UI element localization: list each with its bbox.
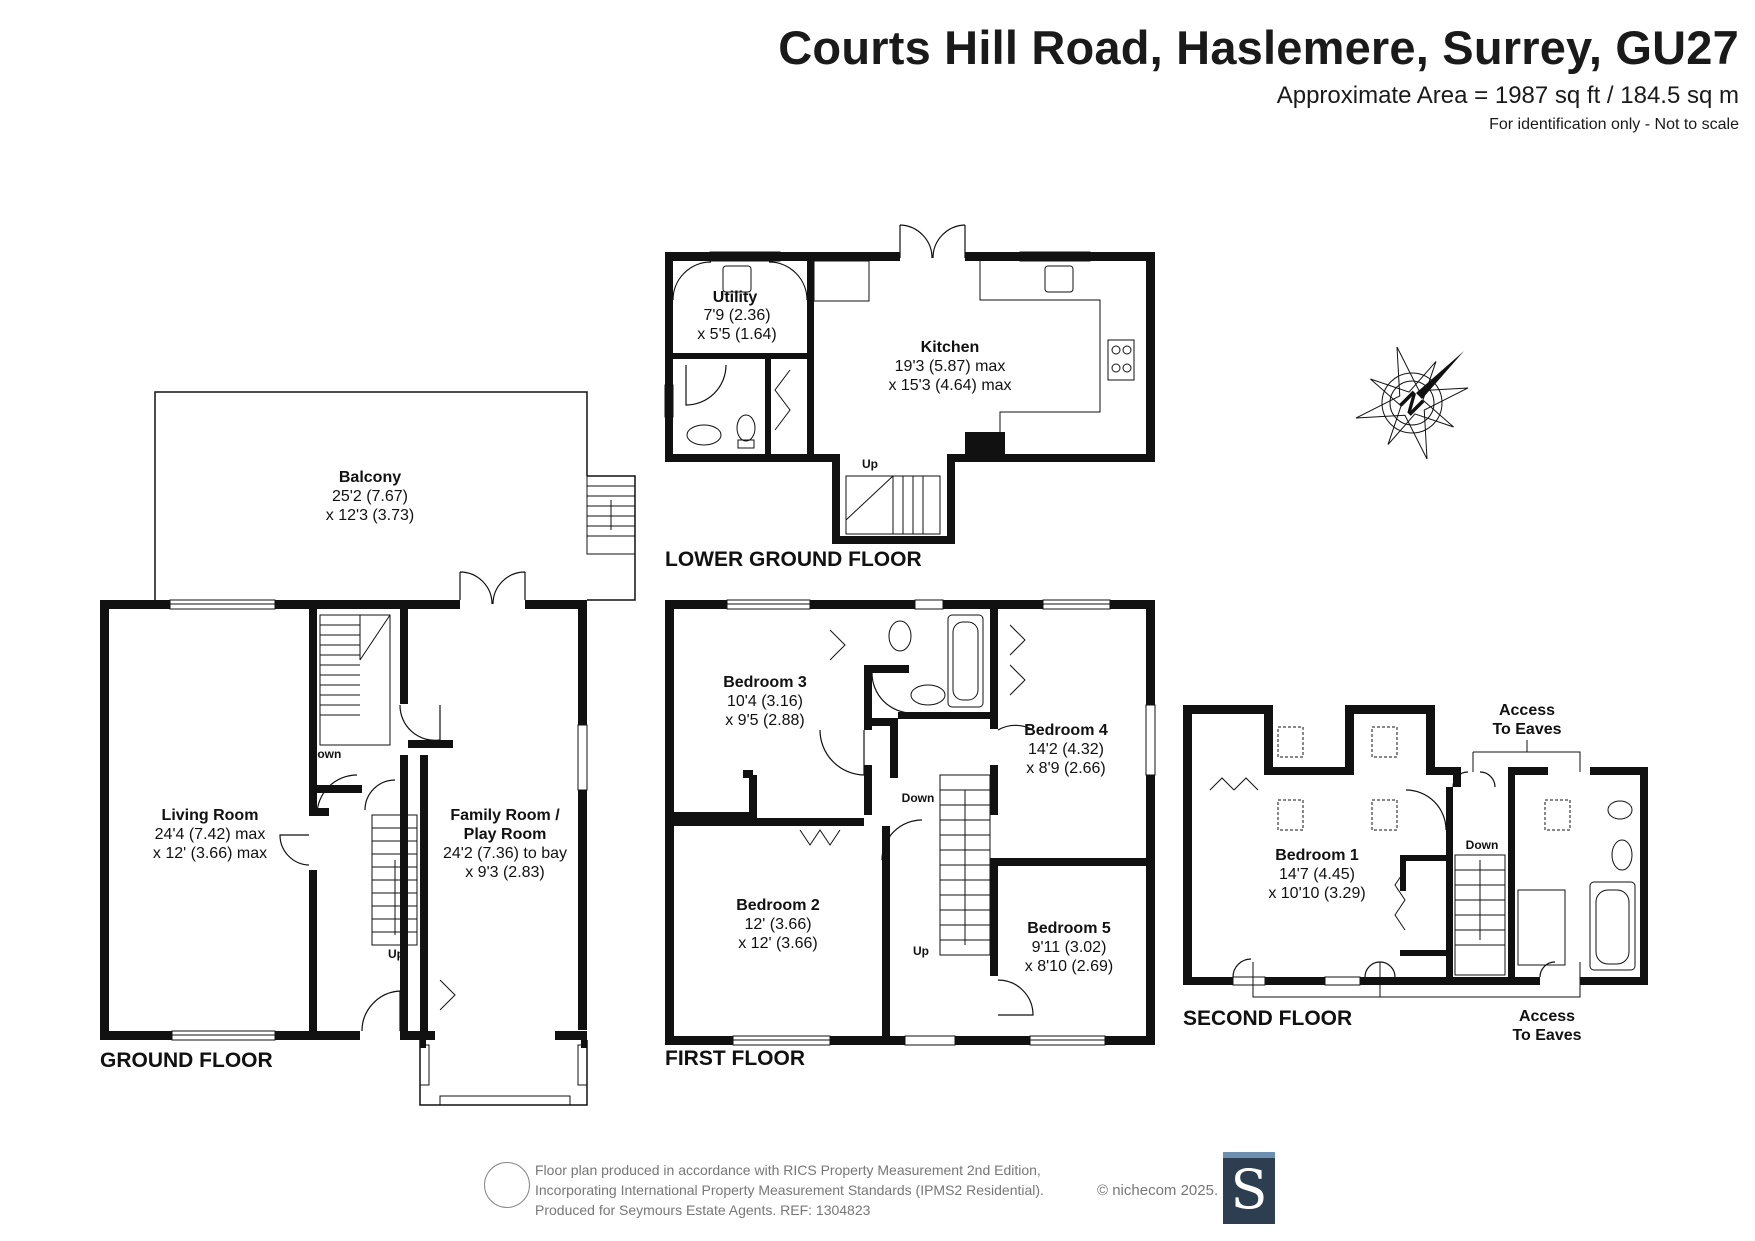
eaves-bottom-line2: To Eaves [1512, 1027, 1581, 1044]
bedroom3-dim2: x 9'5 (2.88) [725, 712, 805, 729]
person-icon [484, 1162, 530, 1208]
eaves-top-line1: Access [1499, 702, 1555, 719]
page-header: Courts Hill Road, Haslemere, Surrey, GU2… [778, 20, 1739, 134]
utility-dim1: 7'9 (2.36) [703, 307, 770, 324]
bedroom1-name: Bedroom 1 [1275, 847, 1359, 864]
living-room-dim1: 24'4 (7.42) max [155, 826, 266, 843]
bedroom5-dim2: x 8'10 (2.69) [1025, 958, 1113, 975]
footer-text: Floor plan produced in accordance with R… [535, 1160, 1044, 1220]
ground-floor-label: GROUND FLOOR [100, 1049, 273, 1072]
seymours-logo: S [1223, 1152, 1275, 1224]
utility-dim2: x 5'5 (1.64) [697, 326, 777, 343]
bedroom5-name: Bedroom 5 [1027, 920, 1111, 937]
approximate-area: Approximate Area = 1987 sq ft / 184.5 sq… [1276, 82, 1739, 110]
property-title: Courts Hill Road, Haslemere, Surrey, GU2… [778, 21, 1739, 74]
kitchen-dim2: x 15'3 (4.64) max [888, 377, 1011, 394]
bedroom1-dim1: 14'7 (4.45) [1279, 866, 1355, 883]
seymours-logo-letter: S [1230, 1158, 1268, 1221]
ground-floor-plan: Balcony 25'2 (7.67) x 12'3 (3.73) [100, 391, 636, 1106]
bedroom4-dim1: 14'2 (4.32) [1028, 741, 1104, 758]
footer-line2: Incorporating International Property Mea… [535, 1182, 1044, 1198]
second-floor-label: SECOND FLOOR [1183, 1007, 1352, 1030]
balcony-dim1: 25'2 (7.67) [332, 488, 408, 505]
first-floor-plan: Down Up Bedroom 3 10'4 (3.16) x 9'5 (2.8… [665, 599, 1156, 1070]
family-room-dim1: 24'2 (7.36) to bay [443, 845, 567, 862]
utility-name: Utility [713, 289, 758, 306]
kitchen-name: Kitchen [921, 339, 980, 356]
balcony-dim2: x 12'3 (3.73) [326, 507, 414, 524]
bedroom3-dim1: 10'4 (3.16) [727, 693, 803, 710]
family-room-name-line1: Family Room / [450, 807, 560, 824]
eaves-bottom-line1: Access [1519, 1008, 1575, 1025]
lower-ground-floor-plan: Up Utility 7'9 (2.36) x 5'5 (1.64) Kitch… [664, 224, 1155, 571]
first-stairs-down-label: Down [902, 791, 935, 805]
nichecom-copyright: © nichecom 2025. [1097, 1182, 1219, 1199]
lower-ground-stairs-up-label: Up [862, 457, 878, 471]
bedroom2-name: Bedroom 2 [736, 897, 820, 914]
footer-line1: Floor plan produced in accordance with R… [535, 1162, 1041, 1178]
lower-ground-floor-label: LOWER GROUND FLOOR [665, 548, 922, 571]
living-room-name: Living Room [162, 807, 259, 824]
ground-stairs-down-label: Down [309, 747, 342, 761]
compass-icon: N [1355, 346, 1469, 460]
bedroom2-dim1: 12' (3.66) [744, 916, 811, 933]
living-room-dim2: x 12' (3.66) max [153, 845, 267, 862]
bedroom3-name: Bedroom 3 [723, 674, 807, 691]
bedroom1-dim2: x 10'10 (3.29) [1268, 885, 1365, 902]
first-floor-label: FIRST FLOOR [665, 1047, 805, 1070]
family-room-name-line2: Play Room [464, 826, 547, 843]
first-stairs-up-label: Up [913, 944, 929, 958]
bedroom4-name: Bedroom 4 [1024, 722, 1108, 739]
second-floor-plan: Down Bedroom 1 14'7 (4.45) x 10'10 (3.29… [1183, 702, 1648, 1044]
bedroom4-dim2: x 8'9 (2.66) [1026, 760, 1106, 777]
ground-stairs-up-label: Up [388, 947, 404, 961]
kitchen-dim1: 19'3 (5.87) max [895, 358, 1006, 375]
bedroom2-dim2: x 12' (3.66) [738, 935, 818, 952]
balcony-name: Balcony [339, 469, 401, 486]
family-room-dim2: x 9'3 (2.83) [465, 864, 545, 881]
bedroom5-dim1: 9'11 (3.02) [1032, 939, 1107, 956]
footer-line3: Produced for Seymours Estate Agents. REF… [535, 1202, 871, 1218]
eaves-top-line2: To Eaves [1492, 721, 1561, 738]
second-stairs-down-label: Down [1466, 838, 1499, 852]
identification-note: For identification only - Not to scale [1489, 116, 1739, 134]
